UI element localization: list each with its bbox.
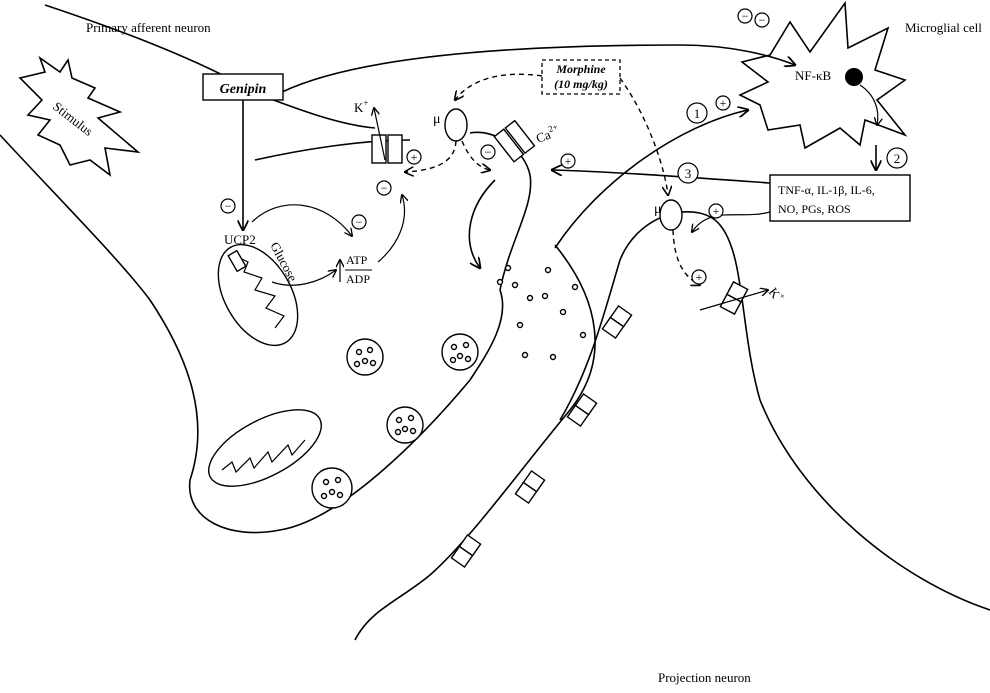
minus-badge-ucp2: −	[220, 198, 236, 214]
svg-text:(10 mg/kg): (10 mg/kg)	[554, 77, 608, 91]
cytokines-box: TNF-α, IL-1β, IL-6, NO, PGs, ROS	[769, 174, 911, 222]
svg-text:−: −	[381, 181, 388, 195]
genipin-box: Genipin	[202, 73, 284, 101]
neurotransmitter-dots	[496, 264, 587, 361]
postsynaptic-channel-1	[601, 304, 633, 340]
svg-text:2: 2	[894, 151, 901, 166]
postsynaptic-channel-4	[450, 533, 482, 569]
morphine-to-mu-left-arrow	[455, 73, 543, 100]
svg-text:3: 3	[685, 166, 692, 181]
postsynaptic-channel-2	[566, 392, 598, 428]
plus-badge-step1: +	[715, 95, 731, 111]
morphine-box: Morphine (10 mg/kg)	[541, 59, 621, 95]
mu-label-postsynaptic: μ	[654, 202, 662, 217]
mu-label-presynaptic: μ	[433, 112, 441, 127]
atp-adp-ratio: ATP ADP	[340, 253, 372, 286]
svg-text:+: +	[411, 150, 418, 164]
step3-badge: 3	[677, 162, 699, 184]
stimulus-label: Stimulus	[50, 99, 96, 139]
step1-badge: 1	[686, 102, 708, 124]
step3-arrow-to-presynaptic	[552, 170, 771, 184]
vesicle-3	[386, 406, 424, 444]
mu-receptor-postsynaptic	[659, 199, 683, 231]
plus-badge-k-post: +	[691, 269, 707, 285]
svg-text:1: 1	[694, 106, 701, 121]
nf-kb-label: NF-κB	[795, 68, 831, 83]
mitochondrion-lower	[208, 409, 322, 487]
mu-to-ca-dashed-arrow	[461, 140, 490, 170]
svg-text:+: +	[696, 270, 703, 284]
k-channel-presynaptic	[371, 134, 403, 164]
ucp2-to-atp-curve	[251, 204, 352, 236]
svg-text:Morphine: Morphine	[555, 62, 606, 76]
vesicle-1	[346, 338, 384, 376]
postsynaptic-channel-3	[514, 469, 546, 505]
nf-kb-dot	[845, 68, 863, 86]
plus-badge-postsynaptic-mu: +	[708, 203, 724, 219]
microglial-cell-label: Microglial cell	[905, 20, 982, 35]
mu-receptor-presynaptic	[444, 108, 468, 142]
svg-text:ATP: ATP	[346, 253, 368, 267]
svg-text:−: −	[742, 9, 749, 23]
svg-text:−: −	[356, 215, 363, 229]
ca-label: Ca2+	[533, 122, 561, 146]
k-label-postsynaptic: K+	[766, 283, 788, 305]
microglial-cell-body	[738, 0, 908, 150]
genipin-inhibition-path	[281, 44, 795, 93]
stimulus-burst	[18, 55, 141, 177]
vesicle-4	[311, 467, 353, 509]
morphine-to-mu-right-arrow	[619, 77, 668, 195]
svg-text:−: −	[485, 145, 492, 159]
minus-badge-top-1: −	[737, 8, 753, 24]
svg-text:+: +	[720, 96, 727, 110]
ca-to-vesicles-arrow	[468, 179, 496, 268]
atp-to-k-arrow	[377, 195, 405, 263]
step3-arrow-to-postsynaptic	[692, 211, 771, 232]
minus-badge-atp: −	[351, 214, 367, 230]
minus-badge-top-2: −	[754, 12, 770, 28]
svg-text:−: −	[759, 13, 766, 27]
k-efflux-post-arrow	[699, 290, 768, 311]
k-label-presynaptic: K+	[354, 98, 368, 115]
k-efflux-arrow	[374, 108, 386, 161]
vesicle-2	[441, 333, 479, 371]
genipin-label: Genipin	[220, 82, 267, 97]
projection-neuron-label: Projection neuron	[658, 670, 751, 685]
svg-text:NO, PGs, ROS: NO, PGs, ROS	[778, 202, 851, 216]
mitochondrion-upper	[217, 243, 299, 347]
svg-text:+: +	[565, 154, 572, 168]
svg-text:ADP: ADP	[346, 272, 370, 286]
svg-text:−: −	[225, 199, 232, 213]
svg-text:+: +	[713, 204, 720, 218]
mu-to-k-dashed-arrow	[405, 140, 457, 172]
step1-arrow	[554, 110, 748, 249]
step2-badge: 2	[886, 147, 908, 169]
primary-afferent-neuron-label: Primary afferent neuron	[86, 20, 211, 35]
glucose-to-atp-arrow	[271, 270, 336, 286]
projection-neuron-outline	[354, 211, 990, 641]
ucp2-label: UCP2	[224, 232, 256, 247]
plus-badge-k: +	[406, 149, 422, 165]
nf-kb-arrow	[859, 84, 878, 125]
minus-badge-k-channel: −	[376, 180, 392, 196]
svg-text:TNF-α, IL-1β, IL-6,: TNF-α, IL-1β, IL-6,	[778, 183, 875, 197]
plus-badge-step3: +	[560, 153, 576, 169]
ca-channel	[493, 119, 536, 163]
minus-badge-ca: −	[480, 144, 496, 160]
